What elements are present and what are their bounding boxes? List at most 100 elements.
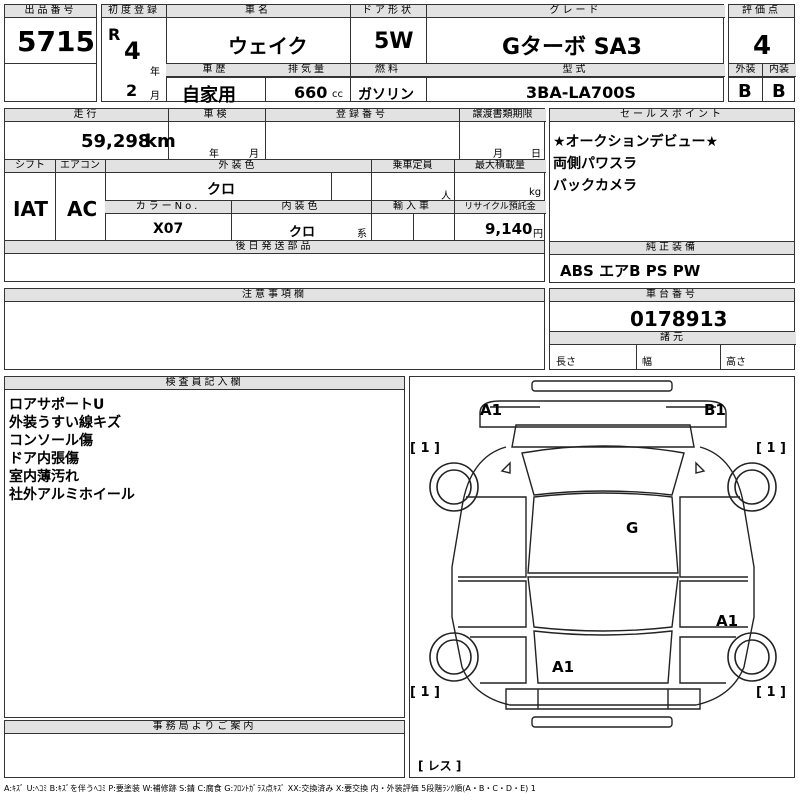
inspector-item: コンソール傷 bbox=[9, 433, 93, 449]
shift-label: シフト bbox=[5, 160, 55, 173]
capacity-unit: 人 bbox=[441, 191, 451, 202]
reg-month: 2 bbox=[126, 81, 138, 100]
inspector-label: 検査員記入欄 bbox=[5, 377, 404, 390]
era-prefix: R bbox=[108, 25, 121, 44]
mileage-label: 走行 bbox=[5, 109, 168, 122]
reg-year: 4 bbox=[124, 37, 141, 65]
displacement: 660 bbox=[294, 83, 328, 102]
damage-code-roof: G bbox=[626, 519, 639, 537]
width-label: 幅 bbox=[642, 357, 652, 368]
sales-point-label: セールスポイント bbox=[550, 109, 794, 122]
chassis-label: 車台番号 bbox=[550, 289, 794, 302]
spec-label: 諸元 bbox=[550, 332, 796, 345]
tyre-front-left: [ 1 ] bbox=[410, 441, 440, 456]
intcolor-label: 内装色 bbox=[231, 201, 371, 214]
damage-code-rear: A1 bbox=[552, 658, 575, 676]
import-label: 輸入車 bbox=[371, 201, 454, 214]
mileage: 59,298 bbox=[81, 131, 151, 152]
intcolor-unit: 系 bbox=[357, 229, 367, 240]
history-label: 車歴 bbox=[166, 64, 265, 77]
fuel-type: ガソリン bbox=[358, 87, 414, 103]
door-type: 5W bbox=[374, 29, 414, 54]
notes-label: 注意事項欄 bbox=[5, 289, 544, 302]
interior-label: 内装 bbox=[762, 64, 796, 77]
height-label: 高さ bbox=[726, 357, 746, 368]
month-unit: 月 bbox=[150, 91, 160, 102]
damage-code-rear-right: A1 bbox=[716, 612, 739, 630]
color-label: 外装色 bbox=[105, 160, 371, 173]
lot-number: 5715 bbox=[17, 25, 95, 58]
score-label: 評価点 bbox=[729, 5, 794, 18]
first-reg-label: 初度登録 bbox=[102, 5, 166, 18]
car-body-diagram bbox=[429, 380, 777, 728]
sales-item: 両側パワスラ bbox=[553, 156, 637, 172]
recycle-label: リサイクル預託金 bbox=[454, 201, 546, 214]
lot-number-label: 出品番号 bbox=[5, 5, 96, 18]
vehicle-info-box: 初度登録 車名 ドア形状 グレード R 4 年 2 月 ウェイク 5W Gターボ… bbox=[101, 4, 725, 106]
insp-month-unit: 月 bbox=[249, 149, 259, 160]
regno-label: 登録番号 bbox=[265, 109, 459, 122]
grade: Gターボ SA3 bbox=[502, 35, 642, 60]
damage-code-front-right: B1 bbox=[704, 401, 726, 419]
inspection-label: 車検 bbox=[168, 109, 265, 122]
inspector-item: 室内薄汚れ bbox=[9, 469, 79, 485]
car-name-label: 車名 bbox=[166, 5, 350, 18]
damage-legend: A:ｷｽﾞ U:ﾍｺﾐ B:ｷｽﾞを伴うﾍｺﾐ P:要塗装 W:補修跡 S:錆 … bbox=[4, 784, 536, 793]
grade-label: グレード bbox=[426, 5, 725, 18]
recycle-unit: 円 bbox=[533, 229, 543, 240]
later-parts-box: 後日発送部品 bbox=[4, 240, 545, 282]
chassis-number: 0178913 bbox=[630, 307, 728, 331]
equipment-value: ABS エアB PS PW bbox=[560, 262, 701, 280]
fuel-label: 燃料 bbox=[350, 64, 426, 77]
dl-day-unit: 日 bbox=[531, 149, 541, 160]
overall-score: 4 bbox=[753, 31, 772, 61]
equipment-label: 純正装備 bbox=[550, 242, 794, 255]
dl-month-unit: 月 bbox=[493, 149, 503, 160]
office-box: 事務局よりご案内 bbox=[4, 720, 405, 778]
interior-grade: B bbox=[772, 81, 786, 102]
model-label: 型式 bbox=[426, 64, 725, 77]
recycle-fee: 9,140 bbox=[485, 220, 533, 238]
length-label: 長さ bbox=[556, 357, 576, 368]
exterior-color: クロ bbox=[207, 182, 235, 198]
car-name: ウェイク bbox=[228, 34, 308, 58]
ac-label: エアコン bbox=[55, 160, 105, 173]
exterior-grade: B bbox=[738, 81, 752, 102]
year-unit: 年 bbox=[150, 67, 160, 78]
equipment-box: 純正装備 ABS エアB PS PW bbox=[549, 241, 795, 283]
exterior-label: 外装 bbox=[729, 64, 762, 77]
load-unit: kg bbox=[529, 187, 542, 198]
shift-value: IAT bbox=[13, 197, 49, 221]
tyre-front-right: [ 1 ] bbox=[756, 441, 786, 456]
insp-year-unit: 年 bbox=[209, 149, 219, 160]
inspector-item: ドア内張傷 bbox=[9, 451, 79, 467]
inspector-item: 社外アルミホイール bbox=[9, 487, 135, 503]
car-history: 自家用 bbox=[182, 85, 236, 106]
inspector-item: ロアサポートU bbox=[9, 397, 105, 413]
details-box: 走行 車検 登録番号 譲渡書類期限 59,298 km 年 月 月 日 シフト … bbox=[4, 108, 546, 241]
mileage-unit: km bbox=[145, 131, 176, 152]
damage-code-front-left: A1 bbox=[480, 401, 503, 419]
lot-number-box: 出品番号 5715 bbox=[4, 4, 97, 102]
capacity-label: 乗車定員 bbox=[371, 160, 454, 173]
car-diagram-box: A1 B1 G A1 A1 [ 1 ] [ 1 ] [ 1 ] [ 1 ] [ … bbox=[409, 376, 795, 778]
office-label: 事務局よりご案内 bbox=[5, 721, 404, 734]
tyre-rear-left: [ 1 ] bbox=[410, 685, 440, 700]
load-label: 最大積載量 bbox=[454, 160, 546, 173]
displacement-unit: cc bbox=[332, 89, 343, 100]
sales-item: バックカメラ bbox=[553, 178, 637, 194]
tyre-rear-right: [ 1 ] bbox=[756, 685, 786, 700]
inspector-box: 検査員記入欄 ロアサポートU 外装うすい線キズ コンソール傷 ドア内張傷 室内薄… bbox=[4, 376, 405, 718]
sales-item: ★オークションデビュー★ bbox=[553, 134, 719, 150]
displacement-label: 排気量 bbox=[265, 64, 350, 77]
deadline-label: 譲渡書類期限 bbox=[459, 109, 546, 122]
spare-tyre: [ レス ] bbox=[418, 759, 462, 773]
model-code: 3BA-LA700S bbox=[526, 83, 636, 102]
interior-color: クロ bbox=[289, 225, 316, 240]
notes-box: 注意事項欄 bbox=[4, 288, 545, 370]
chassis-box: 車台番号 0178913 諸元 長さ 幅 高さ bbox=[549, 288, 796, 370]
later-parts-label: 後日発送部品 bbox=[5, 241, 544, 254]
score-box: 評価点 4 外装 内装 B B bbox=[728, 4, 796, 102]
colorno-label: カラーNo. bbox=[105, 201, 231, 214]
color-number: X07 bbox=[153, 221, 184, 237]
